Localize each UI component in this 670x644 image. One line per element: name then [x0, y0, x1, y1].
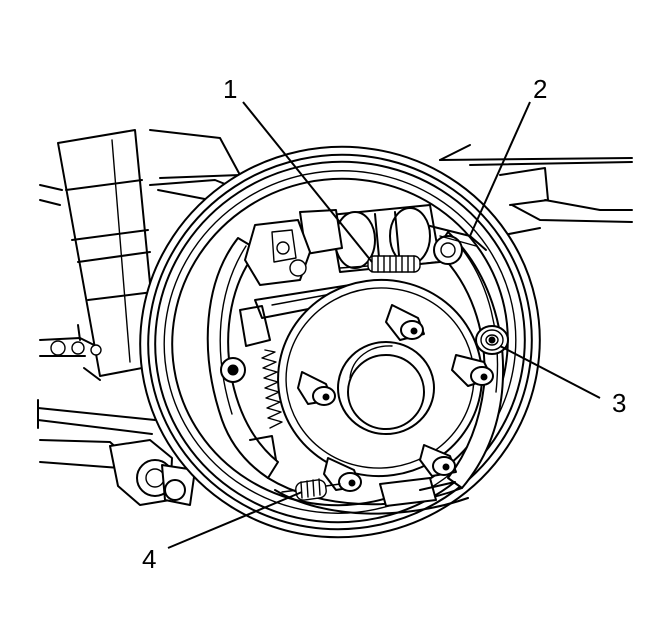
- hold-down-spring: [475, 325, 509, 355]
- wheel-studs: [297, 304, 494, 492]
- callout-1-label: 1: [223, 74, 237, 104]
- callout-leaders: [167, 101, 601, 549]
- suspension-frame: [37, 129, 633, 506]
- callout-3-label: 3: [612, 388, 626, 418]
- adjuster-hardware: [220, 219, 356, 461]
- callout-2-label: 2: [533, 74, 547, 104]
- callout-4-label: 4: [142, 544, 156, 574]
- upper-return-spring: [339, 255, 437, 273]
- callout-labels: 1 2 3 4: [142, 74, 626, 574]
- hub-assembly: [277, 278, 494, 492]
- lower-return-spring: [281, 477, 456, 507]
